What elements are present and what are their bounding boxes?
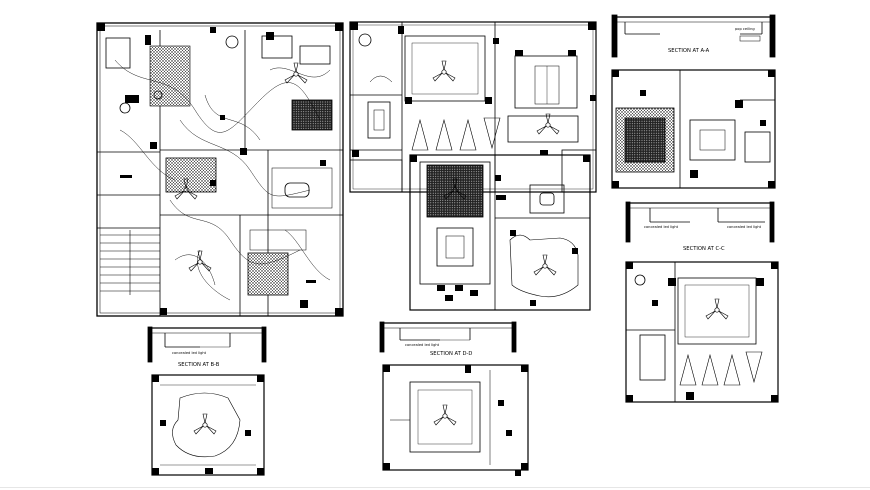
- section-bb: [147, 326, 267, 363]
- section-bb-light-note: concealed led light: [172, 351, 207, 355]
- section-bb-title: SECTION AT B-B: [178, 362, 220, 368]
- section-cc-light-note-2: concealed led light: [727, 225, 762, 229]
- plan-ceiling-bottom-left: [151, 374, 265, 476]
- plan-ceiling-right: [611, 69, 776, 189]
- plan-ceiling-center: [349, 21, 597, 193]
- section-cc-title: SECTION AT C-C: [683, 246, 725, 252]
- section-aa-title: SECTION AT A-A: [668, 48, 710, 54]
- section-cc-light-note-1: concealed led light: [644, 225, 679, 229]
- section-aa-ceiling-note: pop ceiling: [735, 27, 755, 31]
- plan-main-layout: [96, 22, 344, 317]
- plan-ceiling-lower: [409, 154, 591, 311]
- section-aa: [611, 14, 776, 58]
- section-dd-light-note: concealed led light: [405, 343, 440, 347]
- section-dd-title: SECTION AT D-D: [430, 351, 472, 357]
- section-cc: [625, 201, 775, 243]
- plan-ceiling-right-lower: [625, 261, 779, 403]
- sheet-bottom-border: [0, 487, 870, 488]
- section-dd: [379, 321, 517, 353]
- plan-ceiling-bottom-center: [382, 364, 529, 476]
